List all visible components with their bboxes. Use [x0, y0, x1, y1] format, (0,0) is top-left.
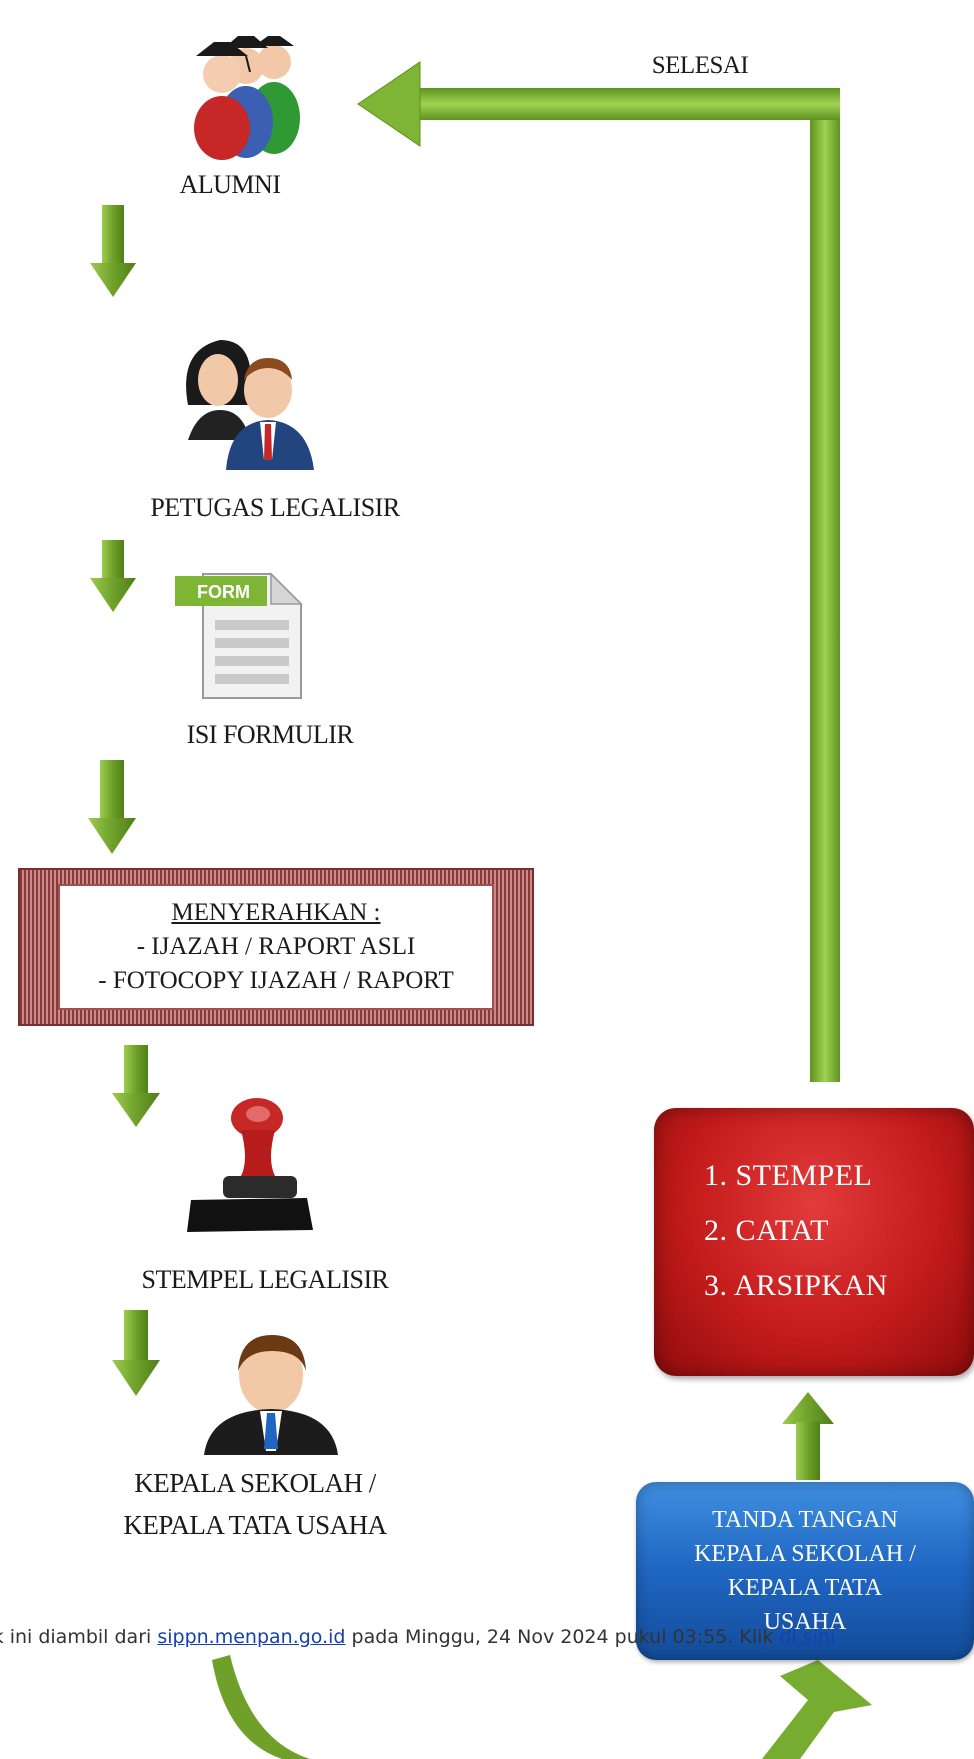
down-arrow-3	[88, 760, 136, 854]
source-footer: ublik ini diambil dari sippn.menpan.go.i…	[0, 1620, 974, 1654]
red-box-item-3: 3. ARSIPKAN	[704, 1269, 888, 1302]
footer-text-before: ublik ini diambil dari	[0, 1626, 152, 1648]
click-here-link[interactable]: di sini	[779, 1626, 836, 1648]
rubber-stamp-icon	[187, 1098, 313, 1232]
graduates-icon	[194, 36, 300, 160]
blue-box-line-3: KEPALA TATA	[727, 1575, 883, 1601]
menyerahkan-box: MENYERAHKAN : - IJAZAH / RAPORT ASLI - F…	[18, 868, 534, 1026]
red-box-item-1: 1. STEMPEL	[704, 1159, 873, 1192]
blue-box-line-4: USAHA	[763, 1609, 847, 1635]
alumni-label: ALUMNI	[179, 170, 282, 199]
down-arrow-1	[90, 205, 136, 297]
curved-arrow-bottom-right	[762, 1660, 872, 1759]
petugas-legalisir-label: PETUGAS LEGALISIR	[150, 493, 400, 522]
selesai-label: SELESAI	[651, 52, 749, 79]
menyerahkan-title: MENYERAHKAN :	[171, 899, 381, 926]
officers-icon	[186, 340, 314, 470]
blue-box-line-2: KEPALA SEKOLAH /	[694, 1541, 916, 1567]
form-document-icon: FORM	[175, 572, 303, 699]
kepala-label: KEPALA SEKOLAH / KEPALA TATA USAHA	[95, 1462, 415, 1546]
tanda-tangan-box: TANDA TANGAN KEPALA SEKOLAH / KEPALA TAT…	[636, 1482, 974, 1660]
footer-text-middle: pada Minggu, 24 Nov 2024 pukul 03:55. Kl…	[345, 1626, 780, 1648]
stempel-legalisir-label: STEMPEL LEGALISIR	[141, 1265, 389, 1294]
blue-box-line-1: TANDA TANGAN	[712, 1507, 898, 1533]
source-link[interactable]: sippn.menpan.go.id	[157, 1626, 346, 1648]
menyerahkan-panel: MENYERAHKAN : - IJAZAH / RAPORT ASLI - F…	[58, 884, 494, 1010]
down-arrow-5	[112, 1310, 160, 1396]
curved-arrow-bottom-left	[212, 1655, 310, 1759]
menyerahkan-line-1: - IJAZAH / RAPORT ASLI	[136, 933, 416, 960]
footer-text-row: ublik ini diambil dari sippn.menpan.go.i…	[0, 1620, 835, 1654]
red-box-item-2: 2. CATAT	[704, 1214, 829, 1247]
principal-icon	[204, 1335, 338, 1455]
isi-formulir-label: ISI FORMULIR	[186, 720, 354, 749]
kepala-line-1: KEPALA SEKOLAH /	[134, 1468, 376, 1498]
up-arrow-to-red-box	[782, 1392, 834, 1480]
menyerahkan-line-2: - FOTOCOPY IJAZAH / RAPORT	[98, 967, 454, 994]
down-arrow-4	[112, 1045, 160, 1127]
kepala-line-2: KEPALA TATA USAHA	[123, 1510, 387, 1540]
down-arrow-2	[90, 540, 136, 612]
return-arrow-to-alumni	[357, 61, 840, 1082]
stempel-catat-arsipkan-box: 1. STEMPEL 2. CATAT 3. ARSIPKAN	[654, 1108, 974, 1376]
form-icon-label: FORM	[197, 582, 250, 602]
